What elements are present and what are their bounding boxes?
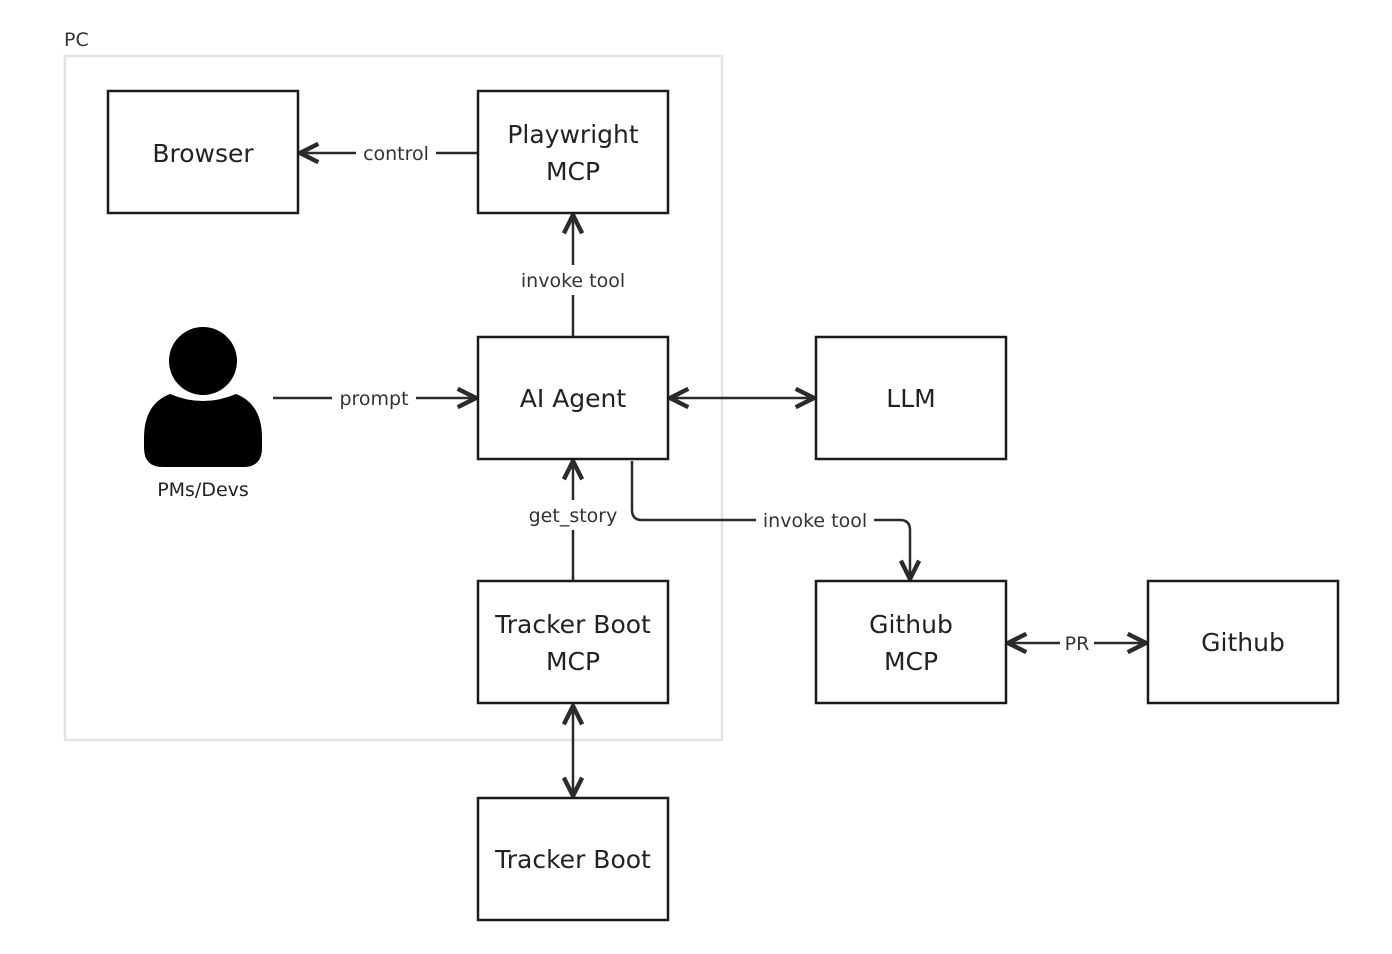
- node-ai-agent: AI Agent: [476, 335, 670, 461]
- edge-label-invoke-tool-playwright: invoke tool: [521, 270, 625, 292]
- person-icon: [144, 327, 262, 467]
- node-browser: Browser: [106, 89, 300, 215]
- edge-label-get-story: get_story: [529, 505, 618, 527]
- node-playwright-mcp: Playwright MCP: [476, 89, 670, 215]
- node-tracker-boot: Tracker Boot: [476, 796, 670, 922]
- node-tracker-boot-mcp-line2: MCP: [546, 647, 600, 676]
- node-llm-label: LLM: [886, 384, 935, 413]
- node-browser-label: Browser: [152, 139, 254, 168]
- pc-group-label: PC: [64, 29, 89, 51]
- edge-label-prompt: prompt: [339, 388, 408, 410]
- node-playwright-mcp-line2: MCP: [546, 157, 600, 186]
- node-github-label: Github: [1201, 628, 1285, 657]
- node-tracker-boot-mcp: Tracker Boot MCP: [476, 579, 670, 705]
- node-github-mcp-line2: MCP: [884, 647, 938, 676]
- edge-label-pr: PR: [1065, 633, 1090, 655]
- node-llm: LLM: [814, 335, 1008, 461]
- edge-label-control: control: [363, 143, 429, 165]
- node-tracker-boot-label: Tracker Boot: [494, 845, 651, 874]
- node-github-mcp: Github MCP: [814, 579, 1008, 705]
- actor-pms-devs: PMs/Devs: [144, 327, 262, 501]
- actor-label: PMs/Devs: [157, 479, 249, 501]
- node-playwright-mcp-line1: Playwright: [507, 120, 639, 149]
- node-github-mcp-line1: Github: [869, 610, 953, 639]
- node-github: Github: [1146, 579, 1340, 705]
- node-ai-agent-label: AI Agent: [520, 384, 627, 413]
- edge-label-invoke-tool-github: invoke tool: [763, 510, 867, 532]
- node-tracker-boot-mcp-line1: Tracker Boot: [494, 610, 651, 639]
